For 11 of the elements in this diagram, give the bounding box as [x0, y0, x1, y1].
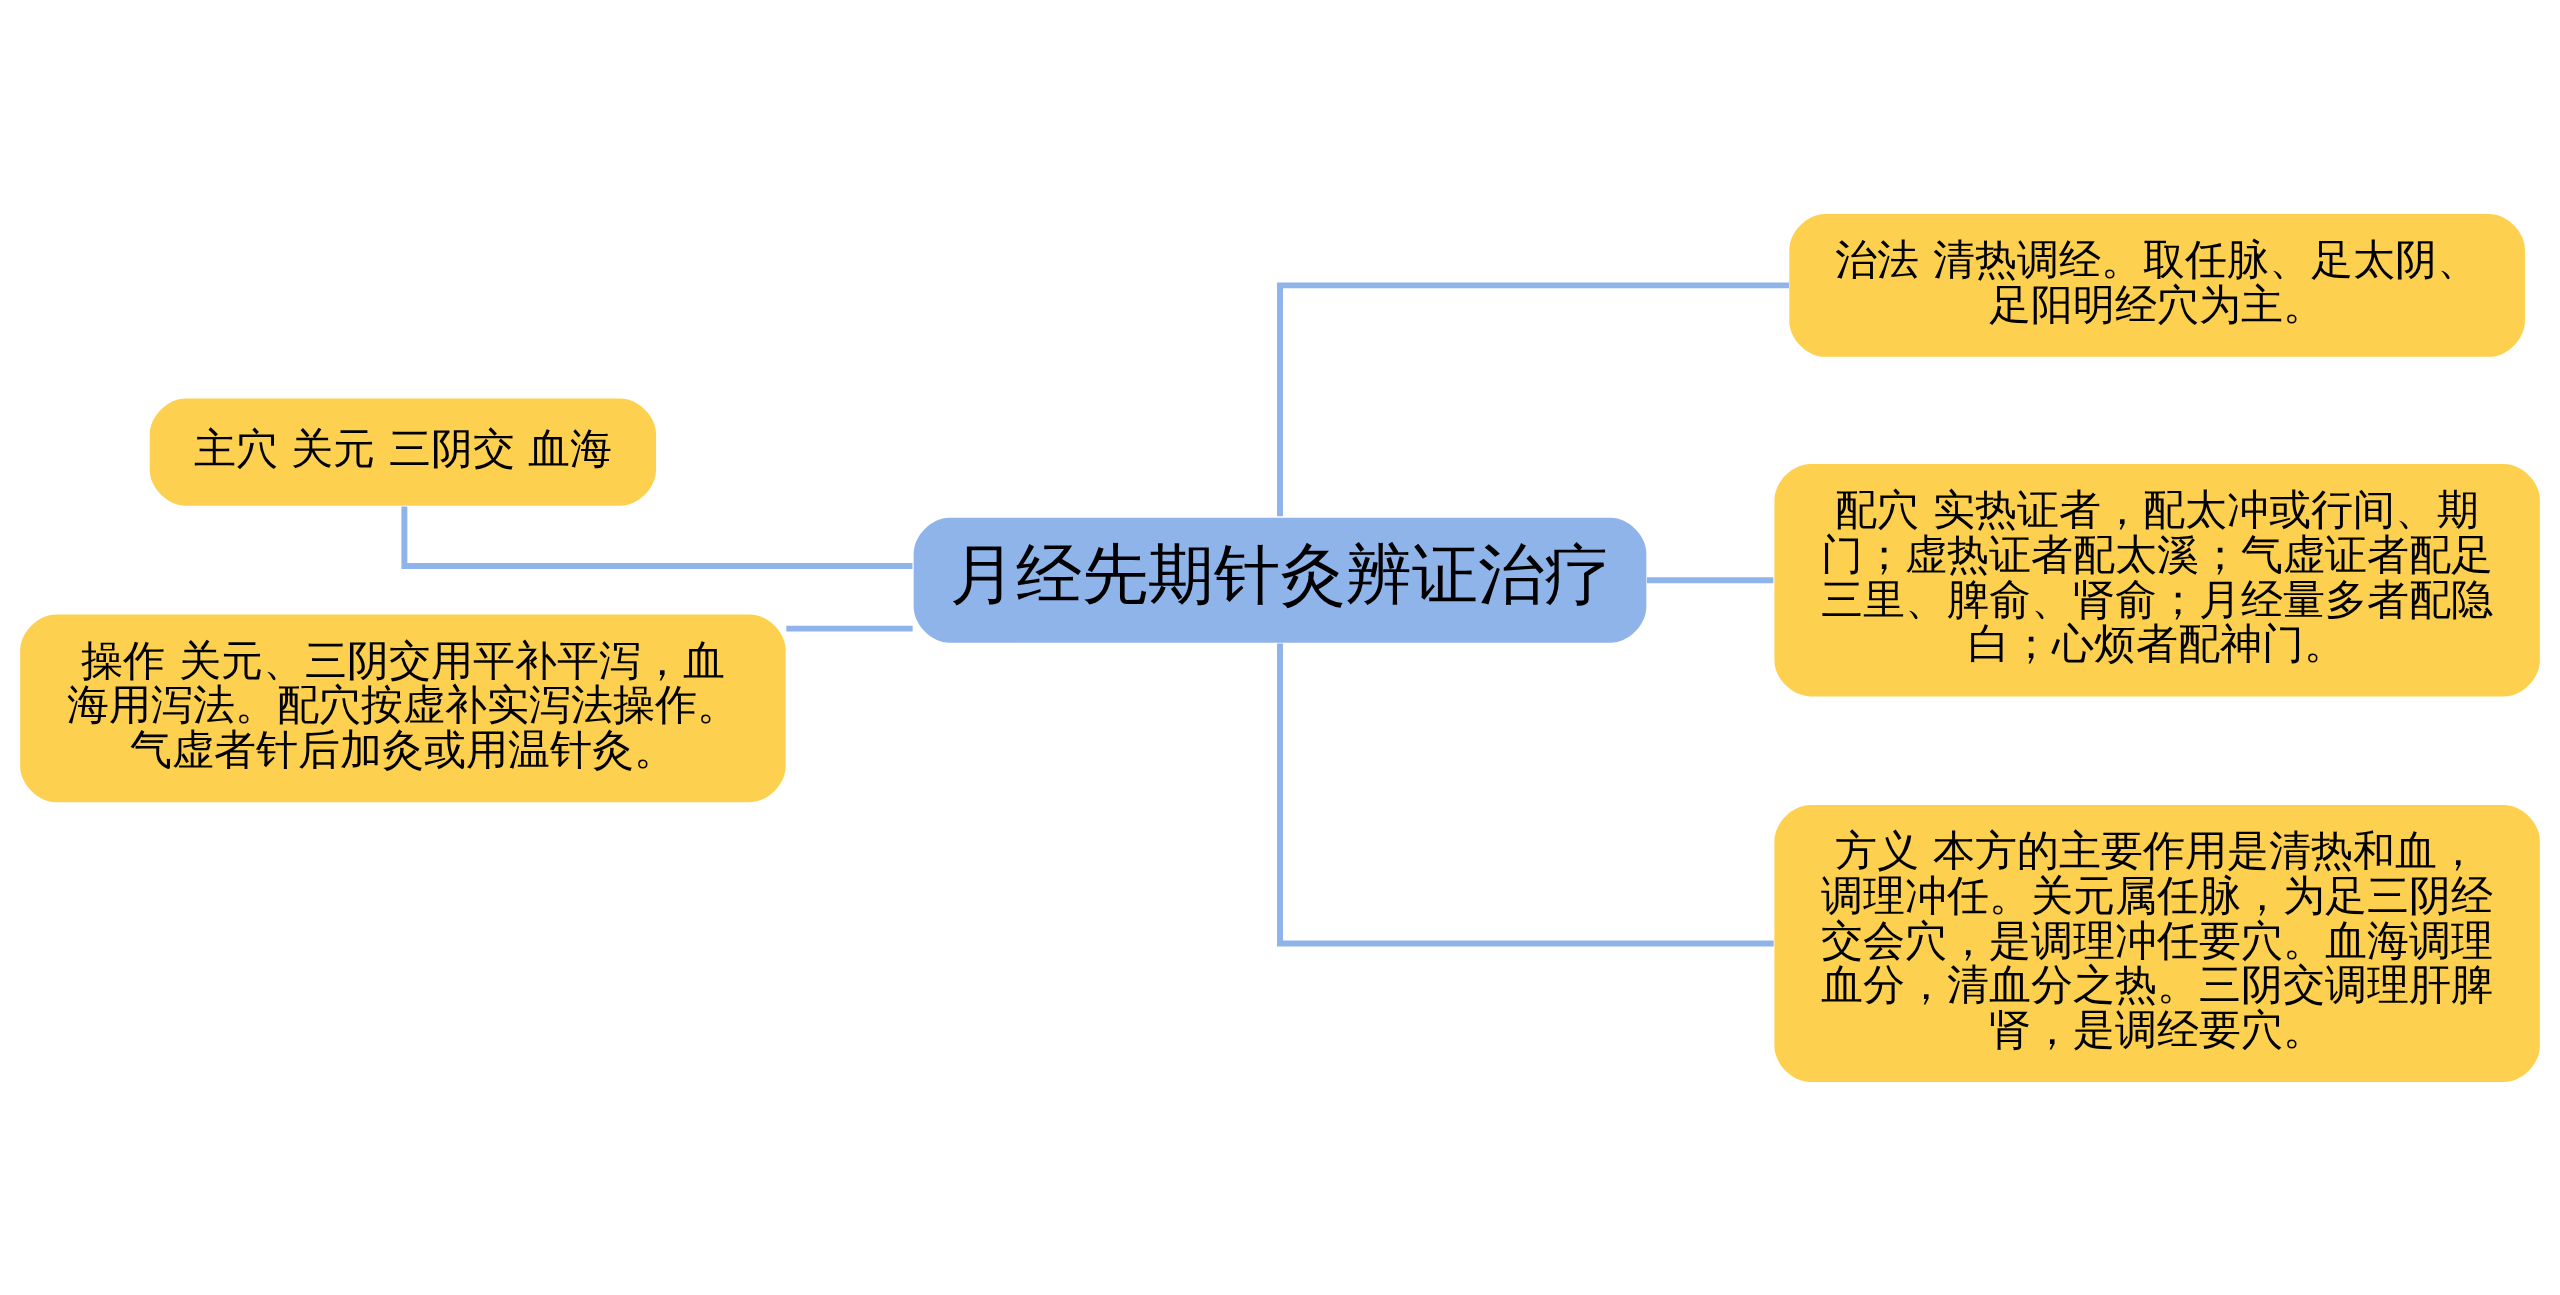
connector: [1277, 643, 1774, 947]
connector: [1646, 576, 1774, 583]
connector: [401, 505, 913, 569]
node-box: 主穴 关元 三阴交 血海: [149, 398, 657, 506]
node-box: 方义 本方的主要作用是清热和血，调理冲任。关元属任脉，为足三阴经交会穴，是调理冲任要穴。血海调理血分，清血分之热。三阴交调理肝脾肾，是调经要穴。: [1774, 804, 2540, 1082]
node-box: 配穴 实热证者，配太冲或行间、期门；虚热证者配太溪；气虚证者配足三里、脾俞、肾俞；月经量多者配隐白；心烦者配神门。: [1774, 463, 2540, 696]
connector: [1277, 281, 1789, 516]
node-box: 月经先期针灸辨证治疗: [913, 517, 1647, 643]
node-box: 操作 关元、三阴交用平补平泻，血海用泻法。配穴按虚补实泻法操作。气虚者针后加灸或用温针灸。: [20, 614, 786, 802]
node-box: 治法 清热调经。取任脉、足太阴、足阳明经穴为主。: [1789, 213, 2525, 357]
connector: [786, 625, 913, 632]
